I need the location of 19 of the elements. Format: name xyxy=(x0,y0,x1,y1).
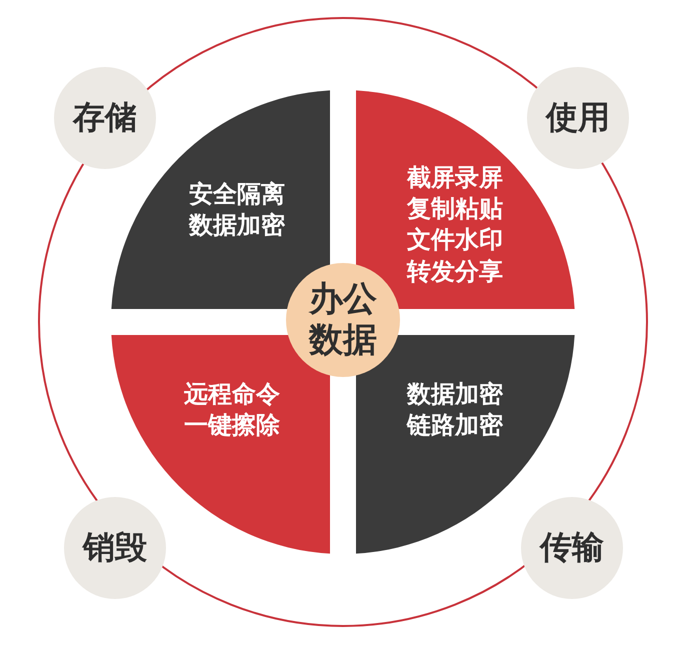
feature-text: 转发分享 xyxy=(407,256,503,288)
feature-text: 一键擦除 xyxy=(184,410,280,441)
circle-node xyxy=(64,497,166,599)
feature-text: 安全隔离 xyxy=(189,178,285,210)
feature-text: 文件水印 xyxy=(407,225,503,256)
feature-text: 远程命令 xyxy=(184,378,280,410)
feature-text: 数据加密 xyxy=(407,378,503,410)
feature-text: 截屏录屏 xyxy=(407,162,503,194)
circle-node xyxy=(527,67,629,169)
node-label: 使用 xyxy=(546,97,610,138)
node-label: 存储 xyxy=(73,97,137,138)
feature-text: 数据加密 xyxy=(189,210,285,241)
feature-text: 复制粘贴 xyxy=(407,194,503,225)
node-label: 销毁 xyxy=(83,527,147,568)
node-label: 办公数据 xyxy=(309,279,377,361)
feature-text: 链路加密 xyxy=(407,410,503,441)
circle-node xyxy=(521,497,623,599)
circle-node xyxy=(54,67,156,169)
node-label: 传输 xyxy=(540,527,604,568)
